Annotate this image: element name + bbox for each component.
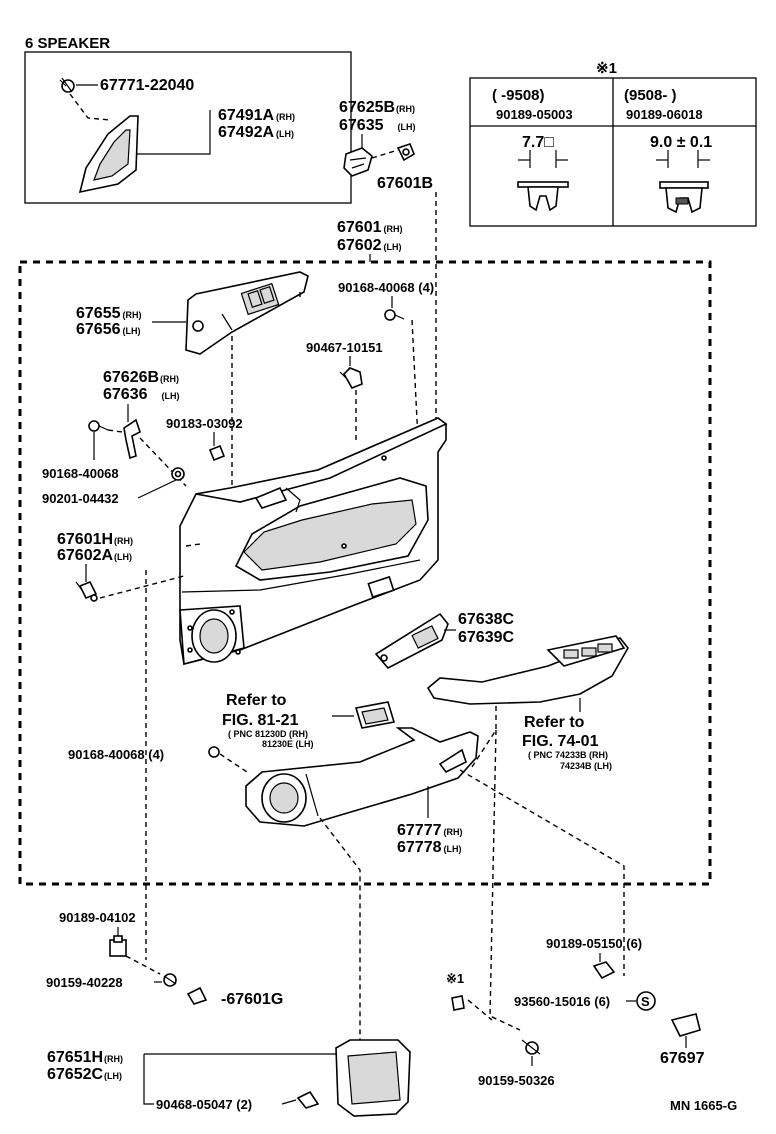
speaker-inset-box [24, 51, 352, 204]
note-col1-range: ( -9508) [492, 87, 545, 104]
label-67601: 67601(RH) [337, 219, 403, 236]
label-star1: ※1 [446, 971, 464, 986]
bracket-67626 [123, 418, 141, 460]
s-mark: S [641, 994, 650, 1009]
label-90189b: 90189-05150 (6) [546, 936, 642, 951]
label-93560: 93560-15016 (6) [514, 994, 610, 1009]
screw-90168c [208, 746, 220, 758]
pull-cup-81-21 [354, 701, 396, 729]
speaker-grille-67651 [335, 1039, 411, 1117]
screw-67771 [59, 77, 75, 93]
note-col1-dim: 7.7□ [522, 134, 554, 151]
lower-trim-67777 [245, 727, 479, 827]
clip-67601g [186, 986, 208, 1005]
label-67626: 67626B(RH) [103, 369, 179, 386]
label-67491: 67491A(RH) [218, 107, 295, 124]
label-67601h: 67601H(RH) [57, 531, 133, 548]
label-67625: 67625B(RH) [339, 99, 415, 116]
door-trim-panel [179, 417, 448, 666]
label-67601b: 67601B [377, 175, 433, 192]
label-ref2-c: ( PNC 74233B (RH) [528, 750, 608, 760]
washer-90201 [171, 467, 185, 481]
note-marker: ※1 [596, 60, 617, 77]
clip-90183 [208, 444, 226, 462]
label-67771: 67771-22040 [100, 77, 194, 94]
label-90168c: 90168-40068 (4) [68, 747, 164, 762]
label-67697: 67697 [660, 1050, 705, 1067]
screw-90159b [521, 1039, 541, 1055]
label-ref1-a: Refer to [226, 692, 287, 709]
label-ref2-b: FIG. 74-01 [522, 733, 599, 750]
clip-67601b [396, 143, 415, 162]
clip-star1 [451, 995, 465, 1011]
leader-67771 [69, 93, 111, 121]
label-90189a: 90189-04102 [59, 910, 136, 925]
label-90183: 90183-03092 [166, 416, 243, 431]
clip-67601h [75, 580, 98, 602]
label-ref1-b: FIG. 81-21 [222, 712, 299, 729]
label-67655: 67655(RH) [76, 305, 142, 322]
label-90468: 90468-05047 (2) [156, 1097, 252, 1112]
label-90159b: 90159-50326 [478, 1073, 555, 1088]
bracket-67625 [343, 147, 373, 177]
note-col2-range: (9508- ) [624, 87, 677, 104]
label-67651: 67651H(RH) [47, 1049, 123, 1066]
clip-90467 [339, 367, 363, 390]
label-90168b: 90168-40068 [42, 466, 119, 481]
label-67636: 67636(LH) [103, 386, 180, 403]
note-col1-part: 90189-05003 [496, 107, 573, 122]
label-67777: 67777(RH) [397, 822, 463, 839]
label-ref1-c: ( PNC 81230D (RH) [228, 729, 308, 739]
label-67601g: -67601G [221, 991, 283, 1008]
clip-90468 [281, 1090, 320, 1109]
label-90467: 90467-10151 [306, 340, 383, 355]
assembly-boundary [18, 260, 712, 886]
label-67635: 67635(LH) [339, 117, 416, 134]
leader-67491 [136, 110, 211, 155]
clip-diagram-large [656, 150, 710, 214]
screw-90168a [384, 309, 405, 321]
note-col2-dim: 9.0 ± 0.1 [650, 134, 712, 151]
screw-90168b [88, 420, 109, 432]
speaker-grille-part [78, 115, 139, 194]
armrest-switch-base [426, 635, 629, 705]
nut-90189a [109, 935, 127, 957]
s-mark-circle [636, 991, 656, 1011]
label-90159a: 90159-40228 [46, 975, 123, 990]
clip-diagram-small [517, 150, 569, 212]
label-67602a: 67602A(LH) [57, 547, 132, 564]
switch-bezel-67638 [374, 612, 449, 670]
label-67639: 67639C [458, 629, 514, 646]
nut-90189b [592, 961, 616, 980]
screw-90159a [163, 973, 177, 987]
label-67656: 67656(LH) [76, 321, 141, 338]
label-67492: 67492A(LH) [218, 124, 294, 141]
note-col2-part: 90189-06018 [626, 107, 703, 122]
label-90168a: 90168-40068 (4) [338, 280, 434, 295]
label-ref1-d: 81230E (LH) [262, 739, 314, 749]
label-67652: 67652C(LH) [47, 1066, 122, 1083]
label-ref2-d: 74234B (LH) [560, 761, 612, 771]
clip-67697 [670, 1013, 701, 1037]
label-67602: 67602(LH) [337, 237, 402, 254]
label-90201: 90201-04432 [42, 491, 119, 506]
armrest-upper-67655 [185, 271, 309, 355]
speaker-note: 6 SPEAKER [25, 35, 110, 52]
label-67638: 67638C [458, 611, 514, 628]
label-67778: 67778(LH) [397, 839, 462, 856]
label-ref2-a: Refer to [524, 714, 585, 731]
drawing-id: MN 1665-G [670, 1098, 737, 1113]
